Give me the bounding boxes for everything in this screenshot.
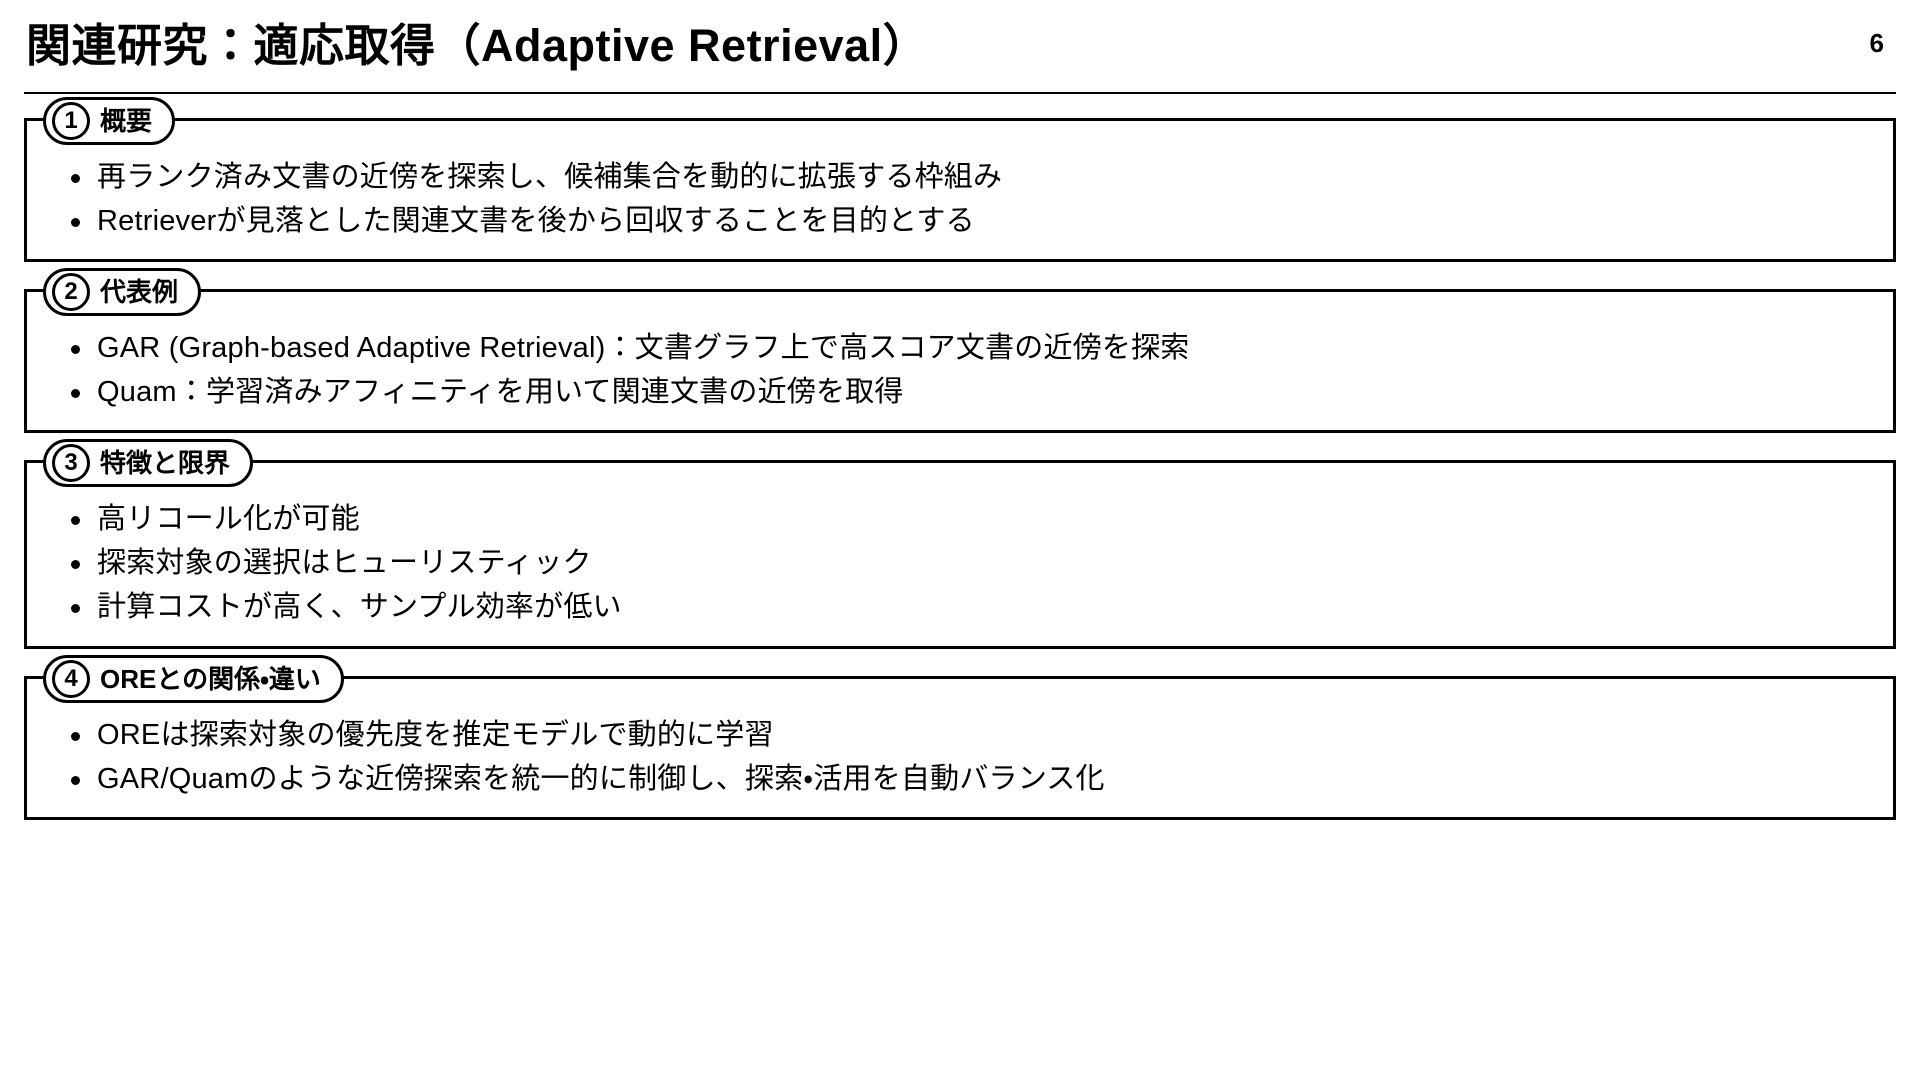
section-label-text: OREとの関係・違い xyxy=(100,663,321,694)
section-label-text: 代表例 xyxy=(100,277,179,308)
list-item: 高リコール化が可能 xyxy=(53,497,1867,541)
list-item: Quam：学習済みアフィニティを用いて関連文書の近傍を取得 xyxy=(53,370,1867,414)
bullet-list: OREは探索対象の優先度を推定モデルで動的に学習 GAR/Quamのような近傍探… xyxy=(53,713,1867,801)
bullet-list: 再ランク済み文書の近傍を探索し、候補集合を動的に拡張する枠組み Retrieve… xyxy=(53,155,1867,243)
list-item: 計算コストが高く、サンプル効率が低い xyxy=(53,585,1867,629)
section-label-features-limits: 3 特徴と限界 xyxy=(43,439,254,488)
section-examples: 2 代表例 GAR (Graph-based Adaptive Retrieva… xyxy=(24,268,1896,434)
list-item: Retrieverが見落とした関連文書を後から回収することを目的とする xyxy=(53,199,1867,243)
list-item: GAR/Quamのような近傍探索を統一的に制御し、探索・活用を自動バランス化 xyxy=(53,757,1867,801)
section-overview: 1 概要 再ランク済み文書の近傍を探索し、候補集合を動的に拡張する枠組み Ret… xyxy=(24,97,1896,263)
section-label-examples: 2 代表例 xyxy=(43,268,202,317)
list-item: 探索対象の選択はヒューリスティック xyxy=(53,541,1867,585)
section-ore-relation: 4 OREとの関係・違い OREは探索対象の優先度を推定モデルで動的に学習 GA… xyxy=(24,654,1896,820)
bullet-list: GAR (Graph-based Adaptive Retrieval)：文書グ… xyxy=(53,326,1867,414)
section-label-text: 特徴と限界 xyxy=(100,448,231,479)
list-item: GAR (Graph-based Adaptive Retrieval)：文書グ… xyxy=(53,326,1867,370)
section-number-badge: 1 xyxy=(52,102,90,140)
section-number-badge: 4 xyxy=(52,659,90,698)
section-number-badge: 2 xyxy=(52,273,90,312)
section-number-badge: 3 xyxy=(52,444,90,483)
section-label-overview: 1 概要 xyxy=(43,97,176,145)
section-label-ore-relation: 4 OREとの関係・違い xyxy=(43,654,344,703)
list-item: 再ランク済み文書の近傍を探索し、候補集合を動的に拡張する枠組み xyxy=(53,155,1867,199)
slide-header: 関連研究：適応取得（Adaptive Retrieval） 6 xyxy=(24,0,1896,92)
list-item: OREは探索対象の優先度を推定モデルで動的に学習 xyxy=(53,713,1867,757)
page-number: 6 xyxy=(1869,27,1884,58)
bullet-list: 高リコール化が可能 探索対象の選択はヒューリスティック 計算コストが高く、サンプ… xyxy=(53,497,1867,629)
section-list: 1 概要 再ランク済み文書の近傍を探索し、候補集合を動的に拡張する枠組み Ret… xyxy=(24,97,1896,820)
section-label-text: 概要 xyxy=(100,106,153,136)
header-divider xyxy=(24,92,1896,94)
page-title: 関連研究：適応取得（Adaptive Retrieval） xyxy=(26,20,929,72)
section-features-limits: 3 特徴と限界 高リコール化が可能 探索対象の選択はヒューリスティック 計算コス… xyxy=(24,439,1896,649)
